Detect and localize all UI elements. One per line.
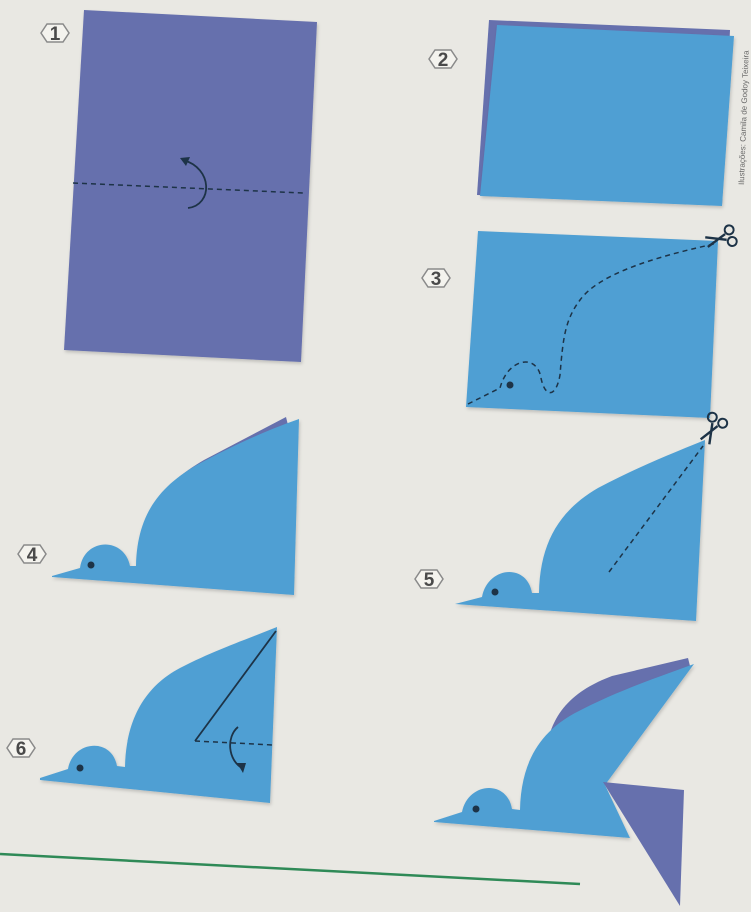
step-number: 4: [27, 545, 38, 566]
bird-eye-dot: [507, 382, 514, 389]
step-4: 4: [18, 417, 299, 595]
step-4-badge: 4: [18, 545, 46, 566]
folded-tail-flap: [603, 782, 684, 906]
step-2-badge: 2: [429, 50, 457, 71]
step-6: 6: [7, 627, 277, 803]
bird-eye-dot: [77, 765, 84, 772]
step-1-badge: 1: [41, 24, 69, 45]
step-number: 3: [431, 269, 442, 290]
illustration-credit: Ilustrações: Camila de Godoy Teixeira: [737, 50, 751, 185]
folded-paper-front: [480, 25, 734, 206]
folded-paper-rectangle: [466, 231, 718, 418]
step-2: 2 Ilustrações: Camila de Godoy Teixeira: [429, 20, 751, 206]
step-number: 1: [50, 24, 61, 45]
step-6-badge: 6: [7, 739, 35, 760]
step-3: 3: [422, 224, 738, 418]
step-5-badge: 5: [415, 570, 443, 591]
finished-bird: [434, 658, 694, 906]
step-1: 1: [41, 10, 317, 362]
bird-eye-dot: [473, 806, 480, 813]
cut-bird-shape: [40, 627, 277, 803]
step-3-badge: 3: [422, 269, 450, 290]
cut-bird-shape: [52, 419, 299, 595]
step-number: 6: [16, 739, 27, 760]
footer-divider: [0, 854, 580, 884]
bird-eye-dot: [88, 562, 95, 569]
bird-eye-dot: [492, 589, 499, 596]
step-number: 5: [424, 570, 435, 591]
step-number: 2: [438, 50, 449, 71]
step-5: 5: [415, 411, 729, 621]
purple-paper-sheet: [64, 10, 317, 362]
